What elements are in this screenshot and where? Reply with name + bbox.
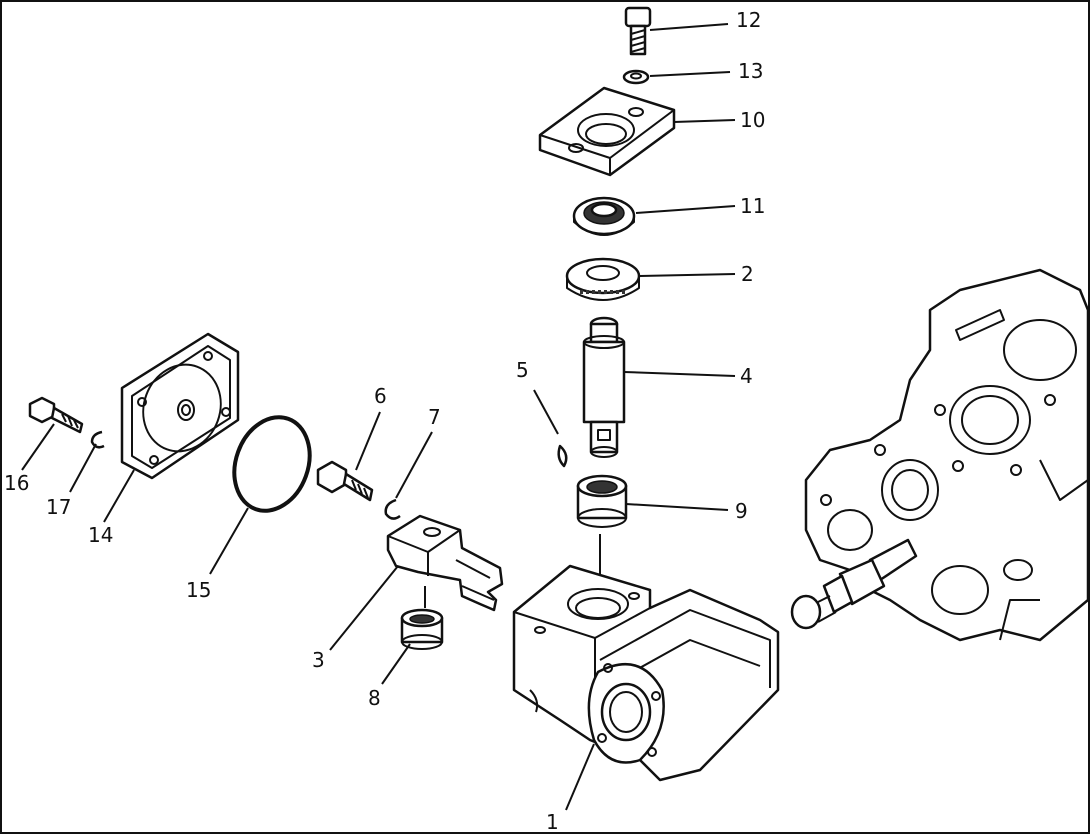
callout-3: 3 <box>312 648 325 672</box>
part-5-key <box>557 444 568 468</box>
callout-15: 15 <box>186 578 211 602</box>
part-16-bolt <box>28 396 84 434</box>
callout-12: 12 <box>736 8 761 32</box>
callout-13: 13 <box>738 59 763 83</box>
part-15-o-ring <box>232 415 312 513</box>
callout-8: 8 <box>368 686 381 710</box>
part-9-needle-bearing <box>576 474 628 528</box>
callout-5: 5 <box>516 358 529 382</box>
part-11-bearing <box>572 196 636 236</box>
callout-1: 1 <box>546 810 559 834</box>
part-7-washer <box>384 498 401 520</box>
leader-lines <box>21 23 736 811</box>
transmission-case <box>804 268 1090 642</box>
callout-14: 14 <box>88 523 113 547</box>
valve-spool <box>790 538 918 630</box>
part-6-bolt <box>316 460 374 502</box>
callout-2: 2 <box>741 262 754 286</box>
callout-labels: 12 13 10 11 2 4 5 9 6 7 16 17 14 15 3 8 … <box>4 8 765 834</box>
callout-9: 9 <box>735 499 748 523</box>
callout-10: 10 <box>740 108 765 132</box>
part-12-bolt <box>624 6 652 56</box>
part-8-needle-bearing <box>400 608 444 650</box>
part-17-washer <box>90 430 105 449</box>
part-13-washer <box>622 69 650 85</box>
part-2-bearing-race <box>565 257 641 301</box>
part-1-housing <box>512 564 780 782</box>
callout-11: 11 <box>740 194 765 218</box>
part-3-lever <box>386 514 504 612</box>
part-14-cover <box>120 332 240 480</box>
callout-16: 16 <box>4 471 29 495</box>
callout-17: 17 <box>46 495 71 519</box>
part-4-shaft <box>582 316 626 458</box>
part-10-plate <box>538 86 676 177</box>
callout-7: 7 <box>428 405 441 429</box>
callout-4: 4 <box>740 364 753 388</box>
callout-6: 6 <box>374 384 387 408</box>
